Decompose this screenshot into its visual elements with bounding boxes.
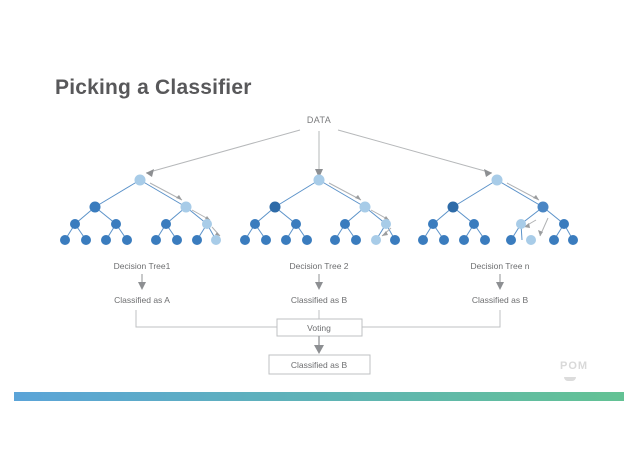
watermark-icon <box>564 377 576 381</box>
tree-1-caption: Decision Tree1 <box>114 261 171 271</box>
footer-gradient-bar <box>14 392 624 401</box>
decision-tree-1 <box>60 174 221 245</box>
tree-leaf <box>211 235 221 245</box>
tree-leaf <box>151 235 161 245</box>
tree-node <box>180 201 192 213</box>
tree-node <box>70 219 80 229</box>
tree-node <box>381 219 391 229</box>
tree-2-result: Classified as B <box>291 295 348 305</box>
tree-node <box>269 201 281 213</box>
tree-leaf <box>302 235 312 245</box>
tree-node <box>491 174 503 186</box>
decision-tree-n <box>418 174 578 245</box>
tree-leaf <box>351 235 361 245</box>
tree-leaf <box>390 235 400 245</box>
tree-node <box>202 219 212 229</box>
voting-box-label: Voting <box>307 323 331 333</box>
final-result-box <box>268 354 371 375</box>
tree-node <box>250 219 260 229</box>
final-result-label: Classified as B <box>291 360 348 370</box>
tree-leaf <box>261 235 271 245</box>
tree-2-caption: Decision Tree 2 <box>289 261 348 271</box>
voting-to-final-arrow <box>314 336 324 354</box>
tree-node <box>359 201 371 213</box>
tree-node <box>340 219 350 229</box>
tree-leaf <box>240 235 250 245</box>
tree-leaf <box>418 235 428 245</box>
data-fanout-arrows <box>145 129 493 174</box>
data-root-label: DATA <box>307 115 331 125</box>
tree-leaf <box>192 235 202 245</box>
tree-leaf <box>371 235 381 245</box>
tree-node <box>537 201 549 213</box>
tree-node <box>447 201 459 213</box>
tree-node <box>134 174 146 186</box>
tree-1-result: Classified as A <box>114 295 170 305</box>
caption-to-result-arrowheads <box>138 282 504 290</box>
tree-leaf <box>122 235 132 245</box>
tree-leaf <box>459 235 469 245</box>
tree-node <box>469 219 479 229</box>
tree-node <box>291 219 301 229</box>
tree-node <box>89 201 101 213</box>
watermark-text: POM <box>560 360 589 372</box>
tree-leaf <box>568 235 578 245</box>
tree-n-caption: Decision Tree n <box>470 261 529 271</box>
tree-leaf <box>281 235 291 245</box>
tree-leaf <box>439 235 449 245</box>
tree-n-result: Classified as B <box>472 295 529 305</box>
tree-node <box>313 174 325 186</box>
tree-leaf <box>549 235 559 245</box>
tree-leaf <box>506 235 516 245</box>
data-fanout-arrowheads <box>146 169 492 178</box>
tree-leaf <box>81 235 91 245</box>
tree-leaf <box>60 235 70 245</box>
tree-node <box>516 219 526 229</box>
tree-leaf <box>101 235 111 245</box>
tree-leaf <box>526 235 536 245</box>
tree-leaf <box>480 235 490 245</box>
tree-leaf <box>172 235 182 245</box>
tree-node <box>428 219 438 229</box>
decision-tree-2 <box>240 174 400 245</box>
tree-node <box>161 219 171 229</box>
tree-node <box>111 219 121 229</box>
tree-leaf <box>330 235 340 245</box>
tree-node <box>559 219 569 229</box>
page-title: Picking a Classifier <box>55 76 252 99</box>
voting-connectors <box>135 310 501 328</box>
